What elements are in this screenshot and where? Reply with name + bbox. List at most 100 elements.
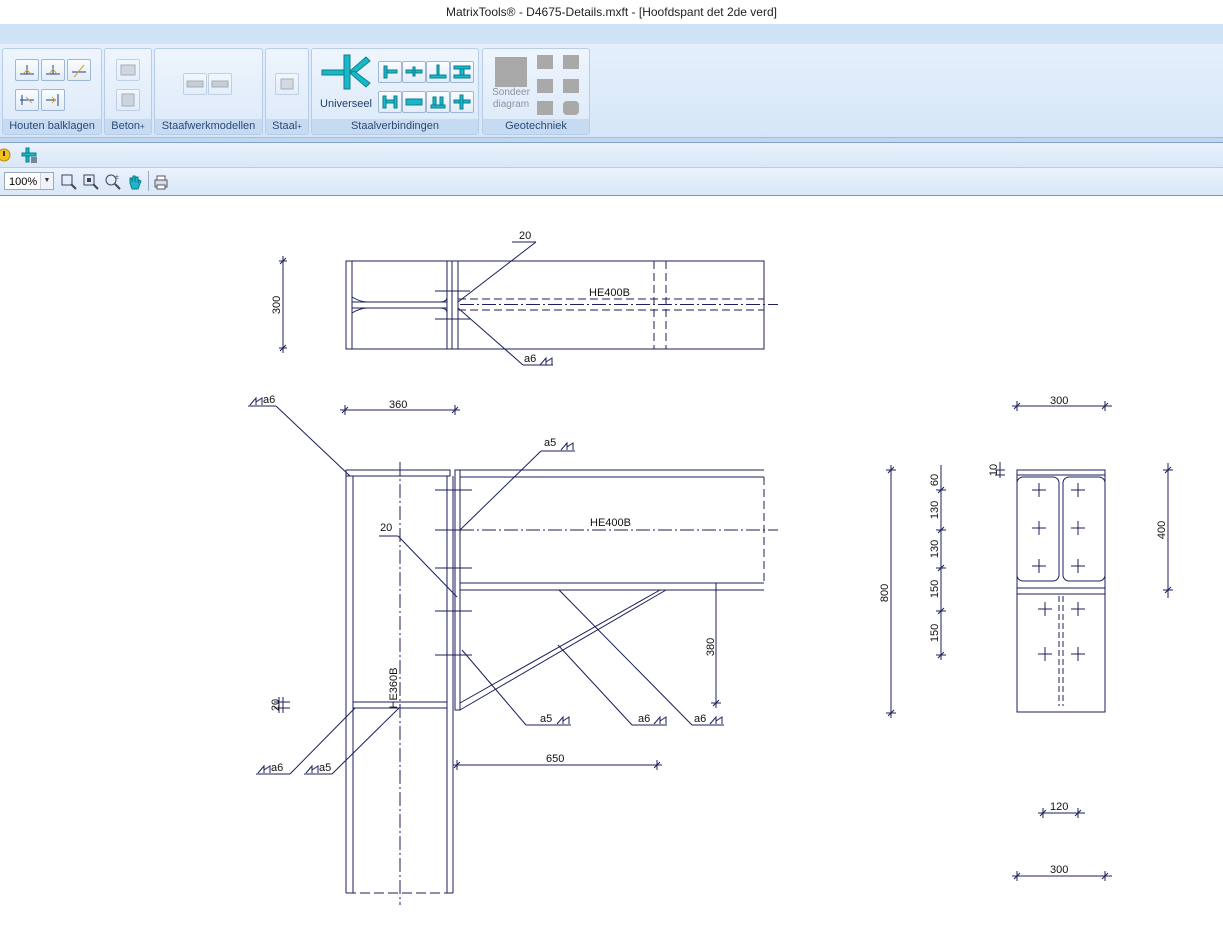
steel-tool-button[interactable] bbox=[275, 73, 299, 95]
top-view-weld-ref: 20 bbox=[519, 230, 531, 242]
drawing-canvas[interactable]: 300 20 HE400B a6 a6 360 bbox=[0, 196, 1223, 924]
column-profile-label: HE360B bbox=[388, 668, 400, 709]
weld-label-beam: a5 bbox=[544, 437, 556, 449]
timber-beam-tool-1-button[interactable] bbox=[15, 59, 39, 81]
timber-beam-tool-5-button[interactable] bbox=[41, 89, 65, 111]
dim-800: 800 bbox=[879, 584, 891, 602]
svg-text:±: ± bbox=[115, 174, 119, 181]
ribbon-group-label: Geotechniek bbox=[483, 119, 589, 134]
window-title-bar: MatrixTools® - D4675-Details.mxft - [Hoo… bbox=[0, 0, 1223, 24]
plate-dim-thickness: 10 bbox=[988, 464, 1000, 476]
dim-stiffener-20: 20 bbox=[270, 699, 282, 711]
steel-connection-doc-icon[interactable] bbox=[20, 146, 38, 164]
ribbon-group-geotechniek: Sondeer diagram Geotechniek bbox=[482, 48, 590, 135]
ribbon-group-label: Staal+ bbox=[266, 119, 308, 134]
zoom-extents-icon[interactable] bbox=[82, 173, 100, 191]
sondeer-label-1: Sondeer bbox=[492, 87, 530, 98]
ribbon-group-beton: Beton+ bbox=[104, 48, 152, 135]
frame-model-tool-1-button[interactable] bbox=[183, 73, 207, 95]
sondeer-diagram-button[interactable]: Sondeer diagram bbox=[487, 53, 535, 117]
weld-symbol-icon bbox=[556, 715, 570, 725]
ribbon-group-houten-balklagen: Houten balklagen bbox=[2, 48, 102, 135]
geotech-tool-5-button[interactable] bbox=[537, 101, 553, 115]
weld-label-haunch-a5: a5 bbox=[540, 713, 552, 725]
weld-label-top: a6 bbox=[263, 394, 275, 406]
weld-symbol-icon bbox=[305, 764, 319, 774]
warning-icon[interactable] bbox=[0, 146, 18, 164]
weld-symbol-icon bbox=[709, 715, 723, 725]
weld-symbol-icon bbox=[560, 441, 574, 451]
geotech-tool-3-button[interactable] bbox=[537, 79, 553, 93]
cpt-diagram-icon bbox=[495, 57, 527, 87]
universal-connection-icon bbox=[321, 54, 371, 90]
dim-60: 60 bbox=[929, 474, 941, 486]
expand-icon[interactable]: + bbox=[297, 122, 302, 131]
plate-dim-right: 400 bbox=[1156, 521, 1168, 539]
universeel-button[interactable]: Universeel bbox=[318, 51, 374, 115]
connection-type-1-button[interactable] bbox=[378, 61, 402, 83]
geotech-tool-4-button[interactable] bbox=[563, 79, 579, 93]
weld-label-haunch-a6-1: a6 bbox=[638, 713, 650, 725]
weld-symbol-icon bbox=[539, 356, 553, 366]
print-icon[interactable] bbox=[152, 173, 170, 191]
top-view-height-dim: 300 bbox=[271, 296, 283, 314]
dim-380: 380 bbox=[705, 638, 717, 656]
detail-drawing: 300 20 HE400B a6 a6 360 bbox=[248, 230, 1173, 905]
universeel-label: Universeel bbox=[320, 98, 372, 110]
weld-label-bottom-a6: a6 bbox=[271, 762, 283, 774]
ribbon-group-label: Houten balklagen bbox=[3, 119, 101, 134]
ribbon-tab-strip bbox=[0, 24, 1223, 45]
zoom-select[interactable]: 100% ▼ bbox=[4, 172, 54, 190]
timber-beam-tool-4-button[interactable] bbox=[15, 89, 39, 111]
connection-type-3-button[interactable] bbox=[426, 61, 450, 83]
timber-beam-tool-3-button[interactable] bbox=[67, 59, 91, 81]
connection-type-7-button[interactable] bbox=[426, 91, 450, 113]
weld-symbol-icon bbox=[257, 764, 271, 774]
ribbon-group-label: Beton+ bbox=[105, 119, 151, 134]
weld-ref-20: 20 bbox=[380, 522, 392, 534]
top-view: 300 20 HE400B a6 bbox=[271, 230, 778, 366]
top-view-profile-label: HE400B bbox=[589, 287, 630, 299]
connection-type-4-button[interactable] bbox=[450, 61, 474, 83]
zoom-value: 100% bbox=[9, 176, 38, 188]
dim-150-b: 150 bbox=[929, 624, 941, 642]
geotech-tool-6-button[interactable] bbox=[563, 101, 579, 115]
chevron-down-icon[interactable]: ▼ bbox=[40, 173, 53, 189]
dim-130-b: 130 bbox=[929, 540, 941, 558]
pan-hand-icon[interactable] bbox=[126, 173, 144, 191]
timber-beam-tool-2-button[interactable] bbox=[41, 59, 65, 81]
concrete-tool-2-button[interactable] bbox=[116, 89, 140, 111]
expand-icon[interactable]: + bbox=[140, 122, 145, 131]
ribbon-separator bbox=[0, 138, 1223, 143]
plate-dim-top: 300 bbox=[1050, 395, 1068, 407]
connection-type-2-button[interactable] bbox=[402, 61, 426, 83]
weld-symbol-icon bbox=[249, 396, 263, 406]
ribbon: Houten balklagen Beton+ Staafwerkmodelle… bbox=[0, 44, 1223, 138]
geotech-tool-2-button[interactable] bbox=[563, 55, 579, 69]
weld-symbol-icon bbox=[653, 715, 667, 725]
dim-650: 650 bbox=[546, 753, 564, 765]
end-plate-view: 300 10 400 120 300 bbox=[988, 395, 1173, 881]
zoom-window-icon[interactable] bbox=[60, 173, 78, 191]
frame-model-tool-2-button[interactable] bbox=[208, 73, 232, 95]
side-view: a6 360 HE360B HE400B bbox=[248, 394, 778, 905]
connection-type-6-button[interactable] bbox=[402, 91, 426, 113]
concrete-tool-1-button[interactable] bbox=[116, 59, 140, 81]
bolt-holes bbox=[1032, 483, 1085, 661]
beam-profile-label: HE400B bbox=[590, 517, 631, 529]
connection-type-5-button[interactable] bbox=[378, 91, 402, 113]
geotech-tool-1-button[interactable] bbox=[537, 55, 553, 69]
document-toolbar bbox=[0, 143, 1223, 168]
weld-label-haunch-a6-2: a6 bbox=[694, 713, 706, 725]
zoom-in-out-icon[interactable]: ± bbox=[104, 173, 122, 191]
vertical-dimensions: 800 60 130 130 150 150 bbox=[879, 465, 946, 718]
connection-type-8-button[interactable] bbox=[450, 91, 474, 113]
toolbar-divider bbox=[148, 171, 149, 191]
top-view-weld-label: a6 bbox=[524, 353, 536, 365]
ribbon-group-staafwerkmodellen: Staafwerkmodellen bbox=[154, 48, 263, 135]
weld-label-bottom-a5: a5 bbox=[319, 762, 331, 774]
window-title: MatrixTools® - D4675-Details.mxft - [Hoo… bbox=[446, 5, 777, 19]
dim-130-a: 130 bbox=[929, 501, 941, 519]
plate-dim-bottom: 300 bbox=[1050, 864, 1068, 876]
view-toolbar: 100% ▼ ± bbox=[0, 168, 1223, 196]
